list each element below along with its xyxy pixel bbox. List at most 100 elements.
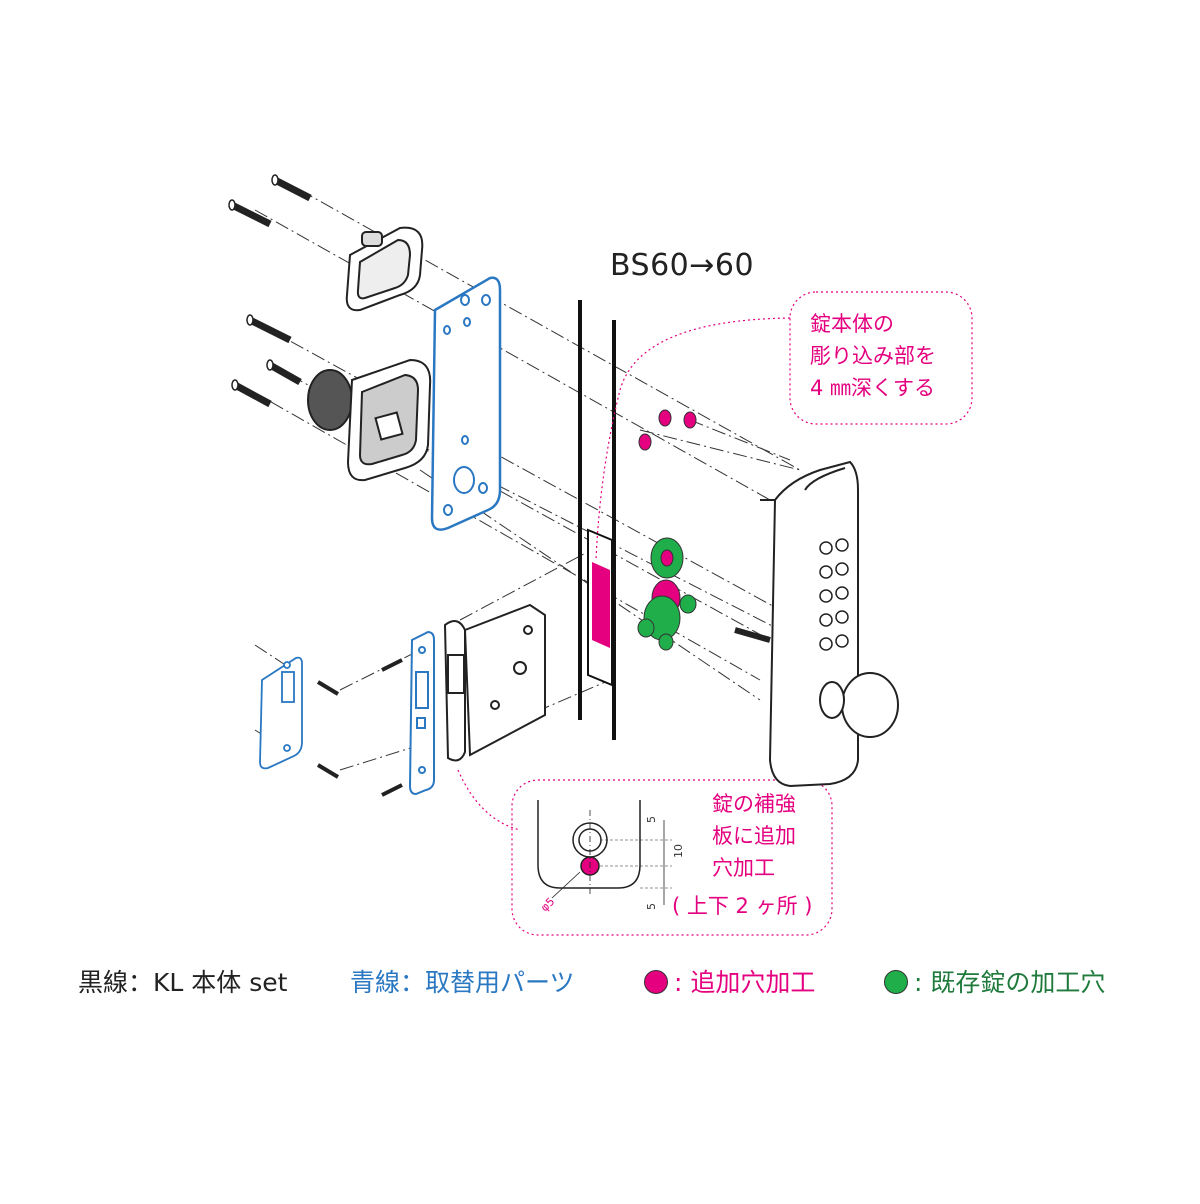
keypad-button (835, 538, 849, 552)
screw (316, 680, 340, 696)
keypad-button (819, 637, 833, 651)
guide-line (689, 419, 791, 461)
thumbturn-square (374, 411, 404, 441)
new-hole-mark (683, 411, 697, 429)
guide-line (254, 209, 771, 501)
spindle-hole (513, 661, 527, 675)
dim-bottom: 5 (645, 903, 658, 910)
keypad-button (819, 541, 833, 555)
keypad-button (835, 586, 849, 600)
legend-black-line: 黒線：KL 本体 set (78, 968, 288, 997)
legend-existing-hole-label: : 既存錠の加工穴 (914, 968, 1106, 997)
spindle (734, 627, 771, 643)
callout-top-line-1: 錠本体の (810, 312, 894, 336)
new-hole-mark (638, 433, 652, 451)
case-screw (523, 625, 533, 635)
legend-existing-hole: : 既存錠の加工穴 (884, 963, 1105, 999)
plate-hole (461, 435, 469, 445)
plate-hole (463, 317, 471, 327)
strike-opening (281, 671, 295, 703)
front-plate (408, 630, 435, 796)
inside-base-plate (345, 226, 424, 312)
reinforce-plate-detail (537, 800, 672, 905)
bolt-slot (416, 717, 426, 729)
callout-bottom-line-4: ( 上下 2 ヶ所 ) (672, 894, 813, 918)
plate-hole (418, 766, 426, 774)
keypad-button (835, 562, 849, 576)
plate-hole (478, 482, 488, 494)
leader-bottom (457, 769, 521, 831)
lock-case (463, 603, 546, 757)
screws-upper (228, 174, 312, 408)
callout-bottom-line-3: 穴加工 (712, 856, 775, 880)
detail-plate-outline (537, 800, 641, 889)
screw-head (228, 199, 236, 211)
legend-blue-line: 青線：取替用パーツ (350, 968, 575, 997)
screw (233, 381, 272, 408)
strike-hole (283, 744, 291, 752)
knob-rose (819, 681, 845, 719)
drill-marks (637, 409, 697, 651)
replacement-plate (430, 276, 502, 531)
screw (230, 201, 272, 228)
callout-top-line-3: 4 ㎜深くする (810, 376, 936, 400)
screw (273, 176, 312, 202)
screw (268, 361, 302, 386)
callout-top: 錠本体の 彫り込み部を 4 ㎜深くする (790, 292, 972, 424)
screw-head (231, 379, 239, 391)
existing-hole-mark (679, 594, 697, 614)
plate-hole (443, 325, 451, 335)
dim-middle: 10 (672, 844, 685, 858)
screw (381, 783, 403, 797)
thumbturn-knob (307, 369, 353, 431)
callout-bottom-line-2: 板に追加 (712, 824, 796, 848)
latch-slot (415, 671, 429, 709)
screw (316, 763, 340, 779)
pocket-deepen-area (592, 562, 610, 648)
keypad-lock-unit (734, 460, 899, 788)
screws-lower (316, 658, 403, 797)
keypad-button (835, 610, 849, 624)
screw-head (271, 174, 279, 186)
plate-hole (460, 294, 470, 306)
screw-head (266, 359, 274, 371)
guide-line (459, 539, 611, 621)
keypad-buttons (819, 538, 849, 651)
keypad-button (835, 634, 849, 648)
base-boss (361, 231, 383, 247)
latch-bolt (447, 654, 465, 694)
screw (381, 658, 403, 672)
guide-line (339, 649, 421, 691)
dim-leader (551, 871, 581, 899)
inside-thumbturn-unit (307, 358, 432, 482)
keypad-button (819, 613, 833, 627)
plate-hole (443, 504, 453, 516)
plate-hole (418, 646, 426, 654)
callout-bottom-line-1: 錠の補強 (712, 792, 796, 816)
mortise-pocket (587, 528, 613, 687)
plate-hole-large (453, 466, 475, 494)
green-dot-icon (884, 970, 908, 994)
callout-leaders (457, 291, 973, 936)
callout-top-line-2: 彫り込み部を (810, 344, 936, 368)
dim-top: 5 (645, 816, 658, 823)
callout-box-top (789, 291, 973, 425)
magenta-dot-icon (644, 970, 668, 994)
callout-box-bottom (511, 779, 833, 936)
door-section (578, 300, 616, 740)
guide-line (269, 329, 781, 611)
case-screw (490, 700, 500, 710)
outside-knob (841, 672, 899, 738)
new-hole-mark (658, 409, 672, 427)
backset-label: BS60→60 (610, 248, 755, 283)
legend-new-hole-label: : 追加穴加工 (674, 968, 816, 997)
callout-bottom: 錠の補強 板に追加 穴加工 ( 上下 2 ヶ所 ) (512, 780, 832, 935)
new-hole-mark (660, 549, 674, 567)
keypad-button (819, 565, 833, 579)
mortise-lock-body (443, 603, 546, 762)
plate-hole (481, 294, 491, 306)
screw-head (246, 314, 254, 326)
leader-top (595, 317, 791, 561)
strike-hole (283, 661, 291, 669)
